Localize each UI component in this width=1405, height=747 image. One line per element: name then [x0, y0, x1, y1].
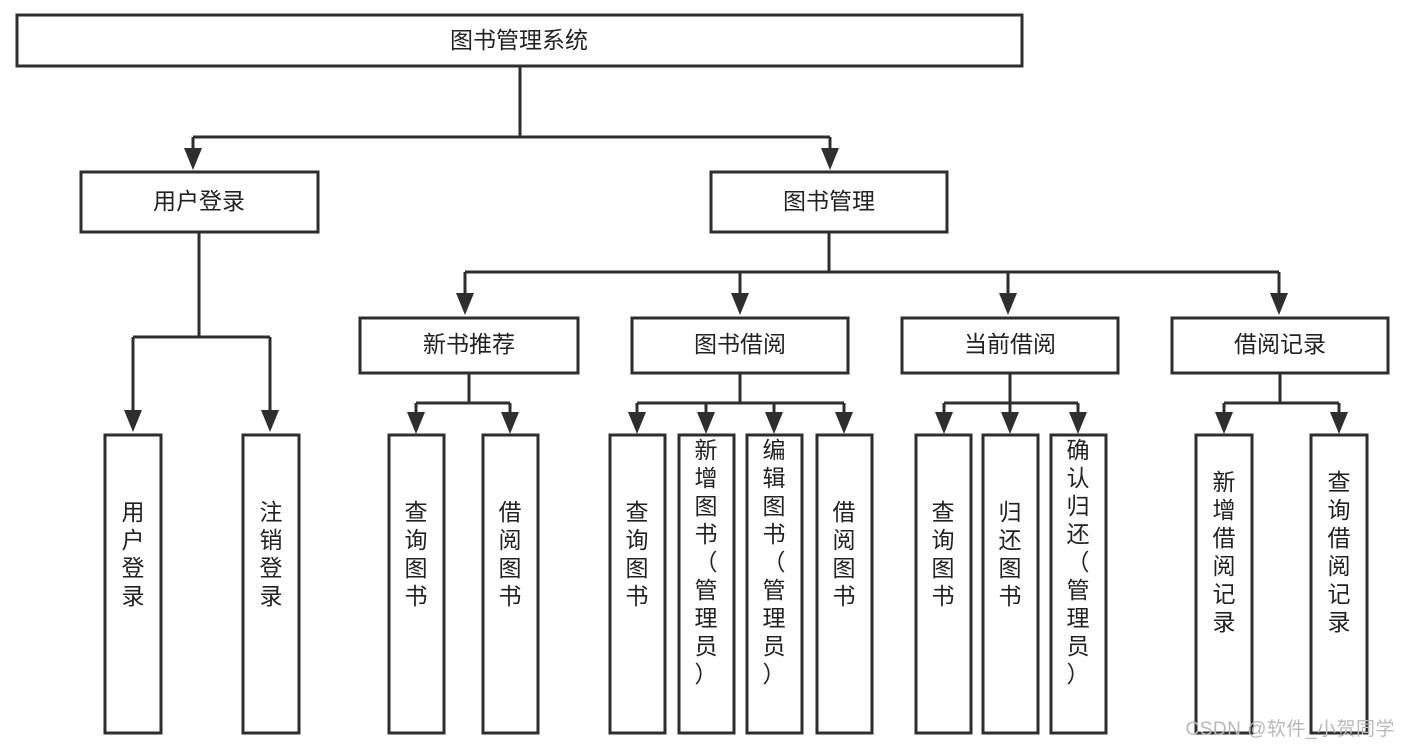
node-new-book-recommend-label: 新书推荐 [423, 331, 515, 357]
leaf-borrow-book-2[interactable]: 借阅图书 [815, 433, 874, 735]
node-current-borrow-box[interactable] [900, 316, 1120, 375]
node-borrow-record[interactable]: 借阅记录 [1170, 316, 1390, 375]
leaf-return-book[interactable]: 归还图书 [981, 433, 1040, 735]
arrow-to-user-login [184, 148, 202, 170]
node-new-book-recommend[interactable]: 新书推荐 [358, 316, 580, 375]
leaf-query-book-3-label: 查询图书 [932, 499, 955, 609]
leaf-query-book-1-label: 查询图书 [405, 499, 428, 609]
leaf-return-book-box[interactable] [981, 433, 1040, 735]
node-borrow-record-box[interactable] [1170, 316, 1390, 375]
leaf-query-borrow-record[interactable]: 查询借阅记录 [1309, 433, 1369, 735]
leaf-borrow-book-1-label: 借阅图书 [499, 499, 522, 609]
node-book-borrow-box[interactable] [630, 316, 850, 375]
arrow-to-current-borrow [999, 293, 1017, 315]
leaf-query-borrow-record-box[interactable] [1309, 433, 1369, 735]
arrow-to-book-management [821, 148, 839, 170]
node-root-label: 图书管理系统 [450, 27, 588, 53]
node-borrow-record-label: 借阅记录 [1234, 331, 1326, 357]
leaf-query-book-2[interactable]: 查询图书 [608, 433, 667, 735]
leaf-logout-login-box[interactable] [241, 433, 301, 735]
leaf-query-book-1[interactable]: 查询图书 [387, 433, 446, 735]
arrow-to-leaf-query-borrow-record [1330, 412, 1348, 434]
node-root-box[interactable] [15, 13, 1024, 68]
arrow-to-leaf-query-book-3 [935, 412, 953, 434]
arrow-to-book-borrow [731, 293, 749, 315]
leaf-borrow-book-1[interactable]: 借阅图书 [481, 433, 540, 735]
leaf-query-book-2-box[interactable] [608, 433, 667, 735]
leaf-confirm-return-admin-box[interactable] [1049, 433, 1108, 735]
leaf-query-book-3-box[interactable] [914, 433, 973, 735]
node-user-login-box[interactable] [79, 170, 320, 234]
arrow-to-leaf-borrow-book-1 [501, 412, 519, 434]
leaf-return-book-label: 归还图书 [999, 499, 1022, 609]
node-root[interactable]: 图书管理系统 [15, 13, 1024, 68]
leaf-edit-book-admin-box[interactable] [745, 433, 804, 735]
node-current-borrow-label: 当前借阅 [964, 331, 1056, 357]
leaf-add-book-admin-box[interactable] [677, 433, 736, 735]
node-book-management-box[interactable] [709, 170, 949, 234]
leaf-user-login-label: 用户登录 [122, 499, 145, 609]
leaf-query-book-2-label: 查询图书 [626, 499, 649, 609]
arrow-to-leaf-borrow-book-2 [835, 412, 853, 434]
arrow-to-leaf-logout-login [261, 410, 279, 432]
leaf-add-borrow-record[interactable]: 新增借阅记录 [1194, 433, 1254, 735]
arrow-to-new-book-recommend [456, 293, 474, 315]
connector-layer [124, 66, 1348, 434]
node-book-management-label: 图书管理 [783, 188, 875, 214]
leaf-confirm-return-admin-label: 确认归还（管理员） [1067, 437, 1090, 687]
node-current-borrow[interactable]: 当前借阅 [900, 316, 1120, 375]
node-new-book-recommend-box[interactable] [358, 316, 580, 375]
arrow-to-leaf-add-book-admin [697, 412, 715, 434]
leaf-add-borrow-record-label: 新增借阅记录 [1213, 469, 1236, 635]
node-book-borrow[interactable]: 图书借阅 [630, 316, 850, 375]
leaf-borrow-book-2-label: 借阅图书 [833, 499, 856, 609]
leaf-query-borrow-record-label: 查询借阅记录 [1328, 469, 1351, 635]
leaf-query-book-1-box[interactable] [387, 433, 446, 735]
leaf-edit-book-admin-label: 编辑图书（管理员） [763, 437, 786, 687]
leaf-logout-login[interactable]: 注销登录 [241, 433, 301, 735]
node-book-management[interactable]: 图书管理 [709, 170, 949, 234]
arrow-to-leaf-return-book [1001, 412, 1019, 434]
node-book-borrow-label: 图书借阅 [694, 331, 786, 357]
arrow-to-leaf-user-login [124, 410, 142, 432]
arrow-to-leaf-query-book-1 [407, 412, 425, 434]
leaf-user-login[interactable]: 用户登录 [103, 433, 163, 735]
leaf-query-book-3[interactable]: 查询图书 [914, 433, 973, 735]
leaf-add-book-admin-label: 新增图书（管理员） [695, 437, 718, 687]
arrow-to-leaf-edit-book-admin [765, 412, 783, 434]
leaf-add-book-admin[interactable]: 新增图书（管理员） [677, 433, 736, 735]
leaf-user-login-box[interactable] [103, 433, 163, 735]
arrow-to-leaf-query-book-2 [628, 412, 646, 434]
leaf-borrow-book-2-box[interactable] [815, 433, 874, 735]
leaf-add-borrow-record-box[interactable] [1194, 433, 1254, 735]
arrow-to-borrow-record [1270, 293, 1288, 315]
node-user-login[interactable]: 用户登录 [79, 170, 320, 234]
leaf-logout-login-label: 注销登录 [260, 499, 283, 609]
node-user-login-label: 用户登录 [153, 188, 245, 214]
arrow-to-leaf-add-borrow-record [1215, 412, 1233, 434]
leaf-confirm-return-admin[interactable]: 确认归还（管理员） [1049, 433, 1108, 735]
arrow-to-leaf-confirm-return-admin [1069, 412, 1087, 434]
leaf-edit-book-admin[interactable]: 编辑图书（管理员） [745, 433, 804, 735]
leaf-borrow-book-1-box[interactable] [481, 433, 540, 735]
